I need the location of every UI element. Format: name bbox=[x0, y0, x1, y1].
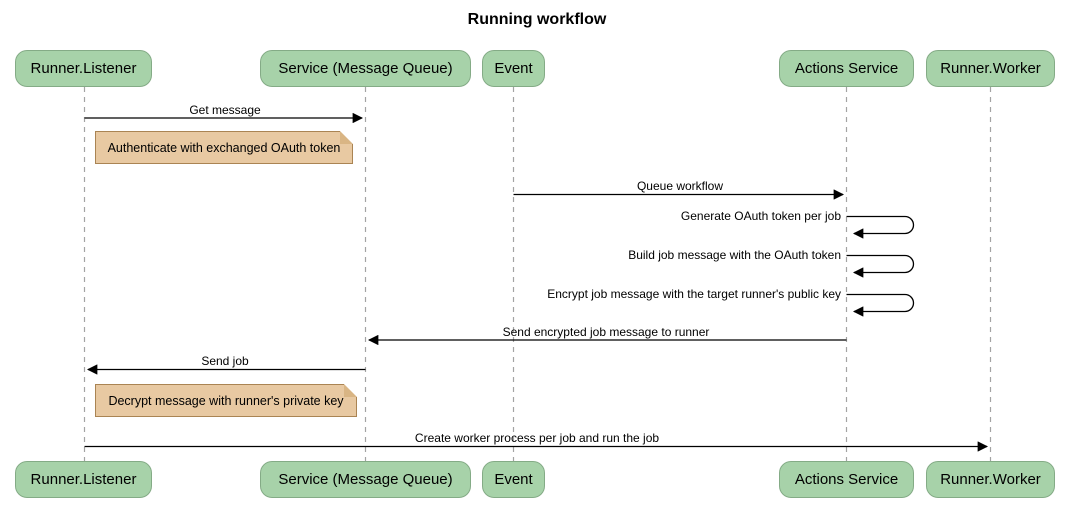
participant-event-bottom: Event bbox=[482, 461, 545, 498]
self-loop-generate-oauth-token bbox=[846, 215, 915, 239]
participant-service-message-queue-top: Service (Message Queue) bbox=[260, 50, 471, 87]
participant-service-message-queue-bottom: Service (Message Queue) bbox=[260, 461, 471, 498]
note-authenticate-oauth: Authenticate with exchanged OAuth token bbox=[95, 131, 353, 164]
participant-runner-listener-top: Runner.Listener bbox=[15, 50, 152, 87]
note-text: Decrypt message with runner's private ke… bbox=[108, 393, 344, 408]
note-fold-icon bbox=[344, 384, 357, 397]
message-label-queue-workflow: Queue workflow bbox=[636, 179, 724, 193]
participant-actions-service-bottom: Actions Service bbox=[779, 461, 914, 498]
message-label-create-worker-process: Create worker process per job and run th… bbox=[414, 431, 660, 445]
message-label-send-encrypted-message: Send encrypted job message to runner bbox=[502, 325, 710, 339]
message-label-build-job-message: Build job message with the OAuth token bbox=[628, 248, 841, 262]
note-text: Authenticate with exchanged OAuth token bbox=[107, 140, 341, 155]
note-fold-icon bbox=[340, 131, 353, 144]
participant-runner-worker-bottom: Runner.Worker bbox=[926, 461, 1055, 498]
participant-runner-listener-bottom: Runner.Listener bbox=[15, 461, 152, 498]
note-decrypt-message: Decrypt message with runner's private ke… bbox=[95, 384, 357, 417]
message-label-encrypt-job-message: Encrypt job message with the target runn… bbox=[547, 287, 841, 301]
participant-event-top: Event bbox=[482, 50, 545, 87]
self-loop-build-job-message bbox=[846, 254, 915, 278]
self-loop-encrypt-job-message bbox=[846, 293, 915, 317]
diagram-title: Running workflow bbox=[467, 11, 607, 28]
participant-actions-service-top: Actions Service bbox=[779, 50, 914, 87]
message-label-get-message: Get message bbox=[189, 103, 261, 117]
message-label-send-job: Send job bbox=[201, 354, 249, 368]
participant-runner-worker-top: Runner.Worker bbox=[926, 50, 1055, 87]
message-label-generate-oauth-token: Generate OAuth token per job bbox=[680, 209, 841, 223]
